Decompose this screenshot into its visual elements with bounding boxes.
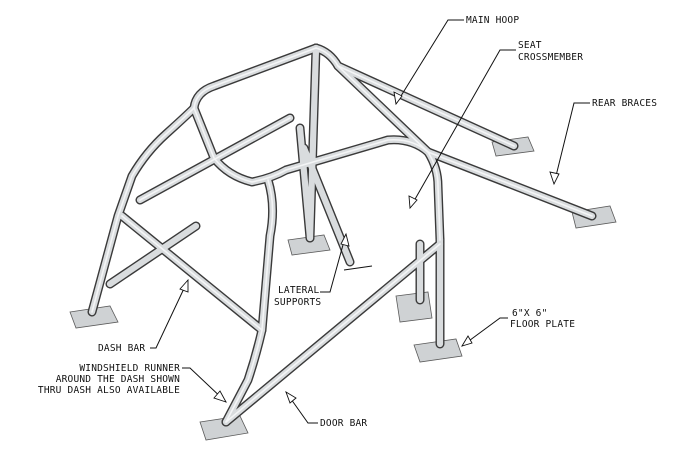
main-hoop-arrow: [393, 91, 403, 106]
floor-plate-main-left: [395, 291, 433, 323]
windshield-leader: [182, 367, 227, 403]
label-seat-crossmember-line2: CROSSMEMBER: [518, 52, 583, 63]
label-floor-plate-line2: FLOOR PLATE: [510, 319, 575, 330]
main-hoop-leader: [395, 19, 464, 105]
seat-crossmember-leader: [409, 49, 516, 209]
label-seat-crossmember-line1: SEAT: [518, 40, 542, 51]
label-rear-braces: REAR BRACES: [592, 98, 657, 109]
callouts: [150, 19, 590, 424]
seat-crossmember-arrow: [408, 195, 418, 210]
dash-bar-leader: [150, 279, 189, 349]
label-lateral-supports-line1: LATERAL: [278, 285, 320, 296]
label-lateral-supports-line2: SUPPORTS: [274, 297, 321, 308]
rear-braces-leader: [553, 102, 590, 185]
lateral-supports-arrow: [340, 232, 350, 247]
label-windshield-line1: WINDSHIELD RUNNER: [79, 363, 180, 374]
door-bar-leader: [285, 391, 318, 424]
lateral-support-plate-line: [343, 265, 373, 271]
labels: MAIN HOOP SEAT CROSSMEMBER REAR BRACES L…: [38, 15, 657, 429]
rear-braces-arrow: [549, 171, 560, 186]
door-bar-arrow: [285, 390, 297, 404]
dash-bar-arrow: [179, 278, 189, 293]
windshield-arrow: [213, 390, 227, 403]
label-door-bar: DOOR BAR: [320, 418, 367, 429]
floor-plate-leader: [461, 317, 508, 347]
label-windshield-line3: THRU DASH ALSO AVAILABLE: [38, 385, 180, 396]
label-dash-bar: DASH BAR: [98, 343, 145, 354]
label-main-hoop: MAIN HOOP: [466, 15, 519, 26]
floor-plate-arrow: [461, 335, 473, 347]
label-windshield-line2: AROUND THE DASH SHOWN: [56, 374, 180, 385]
label-floor-plate-line1: 6"X 6": [512, 308, 548, 319]
lateral-supports-leader: [320, 233, 347, 293]
